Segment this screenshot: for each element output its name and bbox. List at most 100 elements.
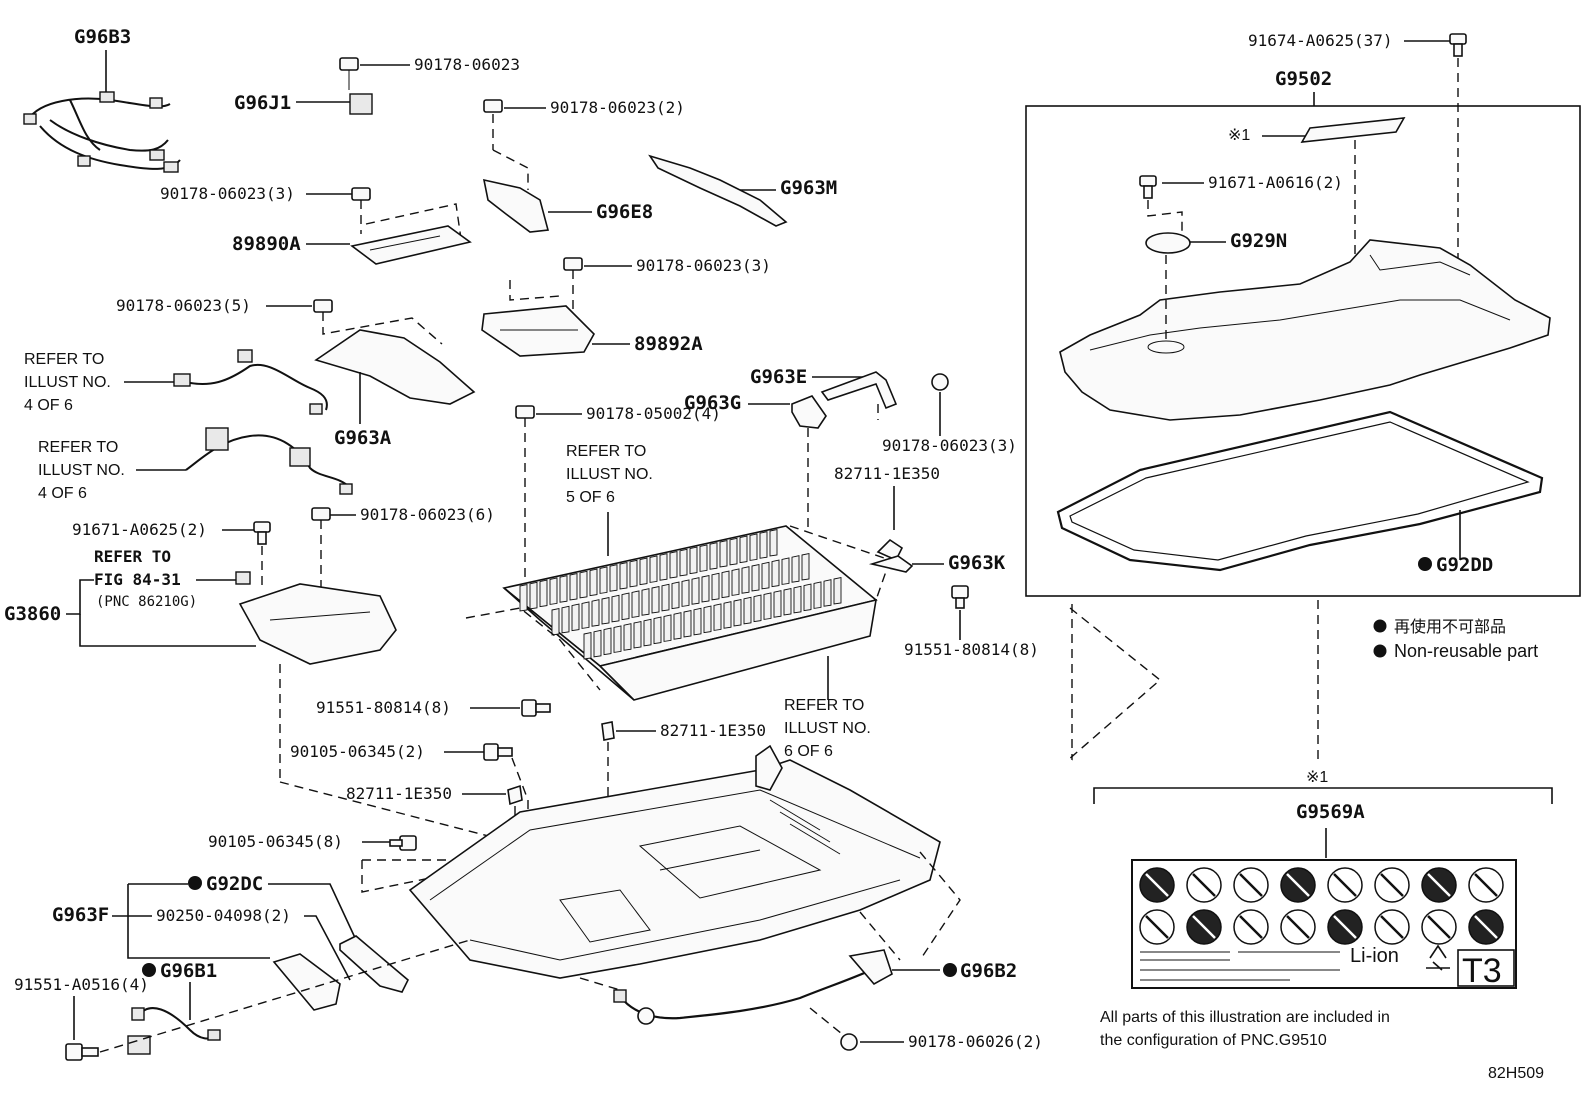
wire-g96b2 <box>613 949 893 1025</box>
wire-harness-g96b3 <box>23 91 181 173</box>
label-90178-06023-6[interactable]: 90178-06023(6) <box>360 505 495 524</box>
battery-cell <box>551 607 560 636</box>
label-91551-a0516-4[interactable]: 91551-A0516(4) <box>14 975 149 994</box>
label-91671-a0616-2[interactable]: 91671-A0616(2) <box>1208 173 1343 192</box>
label-g963g[interactable]: G963G <box>684 392 741 414</box>
battery-cell <box>823 579 832 607</box>
bracket-g963e <box>820 371 898 410</box>
svg-text:4 OF 6: 4 OF 6 <box>38 485 87 502</box>
label-g3860[interactable]: G3860 <box>4 603 61 625</box>
label-90178-06023-3a[interactable]: 90178-06023(3) <box>160 184 295 203</box>
label-90178-06023-3c[interactable]: 90178-06023(3) <box>882 436 1017 455</box>
label-89892a[interactable]: 89892A <box>634 333 703 355</box>
battery-cell <box>579 570 588 599</box>
battery-cell <box>721 570 730 599</box>
sensor-g96j1 <box>349 93 373 115</box>
refer-note-4: REFER TO ILLUST NO. 6 OF 6 <box>784 697 871 760</box>
battery-cell <box>741 566 750 594</box>
module-89892a <box>481 305 595 357</box>
svg-text:ILLUST NO.: ILLUST NO. <box>566 466 653 483</box>
label-91551-80814-8a[interactable]: 91551-80814(8) <box>316 698 451 717</box>
battery-cell-stack <box>502 525 878 701</box>
battery-cell <box>611 594 620 623</box>
battery-cell <box>589 568 598 597</box>
label-g96e8[interactable]: G96E8 <box>596 201 653 223</box>
label-82711-1e350-b[interactable]: 82711-1E350 <box>660 721 766 740</box>
no-flame-icon <box>1468 909 1504 945</box>
battery-cell <box>691 577 700 605</box>
g9502-frame <box>1025 105 1581 597</box>
label-90178-05002-4[interactable]: 90178-05002(4) <box>586 404 721 423</box>
label-g963m[interactable]: G963M <box>780 177 837 199</box>
label-g96b2[interactable]: G96B2 <box>960 960 1017 982</box>
battery-cell <box>711 572 720 601</box>
battery-cell <box>701 574 710 603</box>
battery-cell <box>619 561 628 590</box>
label-90178-06023-5[interactable]: 90178-06023(5) <box>116 296 251 315</box>
label-90178-06023-2[interactable]: 90178-06023(2) <box>550 98 685 117</box>
battery-cell <box>649 555 658 583</box>
battery-cell <box>581 601 590 629</box>
battery-icon <box>1233 867 1269 903</box>
label-91674-a0625-37[interactable]: 91674-A0625(37) <box>1248 31 1393 50</box>
battery-cell <box>641 588 650 616</box>
label-g96b1[interactable]: G96B1 <box>160 960 217 982</box>
label-90105-06345-8[interactable]: 90105-06345(8) <box>208 832 343 851</box>
label-90250-04098-2[interactable]: 90250-04098(2) <box>156 906 291 925</box>
nut-90178-06023-a <box>339 57 359 90</box>
no-touch-icon <box>1327 867 1363 903</box>
battery-cell <box>771 559 780 588</box>
li-ion-text: Li-ion <box>1350 945 1399 967</box>
battery-cell <box>631 590 640 618</box>
label-90105-06345-2[interactable]: 90105-06345(2) <box>290 742 425 761</box>
screw-91674 <box>1449 33 1467 57</box>
module-g3860 <box>238 583 397 665</box>
label-91671-a0625-2[interactable]: 91671-A0625(2) <box>72 520 207 539</box>
battery-cell <box>559 575 568 603</box>
footnote-line2: the configuration of PNC.G9510 <box>1100 1032 1327 1049</box>
bracket-g96e8 <box>482 178 550 233</box>
label-90178-06026-2[interactable]: 90178-06026(2) <box>908 1032 1043 1051</box>
label-g96j1[interactable]: G96J1 <box>234 92 291 114</box>
battery-cell <box>753 594 762 623</box>
label-91551-80814-8b[interactable]: 91551-80814(8) <box>904 640 1039 659</box>
no-tools-icon <box>1374 867 1410 903</box>
battery-cell <box>769 528 778 557</box>
label-89890a[interactable]: 89890A <box>232 233 301 255</box>
label-g963k[interactable]: G963K <box>948 552 1006 574</box>
battery-cell <box>639 557 648 586</box>
label-g92dd[interactable]: G92DD <box>1436 554 1493 576</box>
battery-cell <box>643 618 652 647</box>
battery-cell <box>633 620 642 649</box>
bracket-g963a <box>314 329 476 405</box>
battery-cell <box>609 564 618 592</box>
non-reusable-dot-g92dd <box>1418 557 1432 571</box>
label-g963e[interactable]: G963E <box>750 366 807 388</box>
refer-note-2: REFER TO ILLUST NO. 4 OF 6 <box>38 439 125 502</box>
label-90178-06023[interactable]: 90178-06023 <box>414 55 520 74</box>
battery-cell <box>519 583 528 612</box>
no-fire-icon <box>1139 909 1175 945</box>
t3-text: T3 <box>1462 952 1502 990</box>
battery-cell <box>693 607 702 636</box>
label-g929n[interactable]: G929N <box>1230 230 1287 252</box>
label-82711-1e350-a[interactable]: 82711-1E350 <box>834 464 940 483</box>
label-90178-06023-3b[interactable]: 90178-06023(3) <box>636 256 771 275</box>
label-g92dc[interactable]: G92DC <box>206 873 263 895</box>
label-g963f[interactable]: G963F <box>52 904 109 926</box>
battery-cell <box>549 577 558 605</box>
clip-82711-c <box>507 784 523 806</box>
nut-90178-06023-3b <box>563 257 583 271</box>
battery-cell <box>743 596 752 625</box>
label-g96b3[interactable]: G96B3 <box>74 26 131 48</box>
battery-cell <box>709 542 718 570</box>
label-g963a[interactable]: G963A <box>334 427 392 449</box>
battery-cell <box>731 568 740 596</box>
battery-cell <box>683 609 692 638</box>
nut-90178-06026-2 <box>840 1033 858 1051</box>
battery-cell <box>659 553 668 581</box>
label-g9502[interactable]: G9502 <box>1275 68 1332 90</box>
label-g9569a[interactable]: G9569A <box>1296 801 1365 823</box>
label-82711-1e350-c[interactable]: 82711-1E350 <box>346 784 452 803</box>
svg-text:ILLUST NO.: ILLUST NO. <box>784 720 871 737</box>
